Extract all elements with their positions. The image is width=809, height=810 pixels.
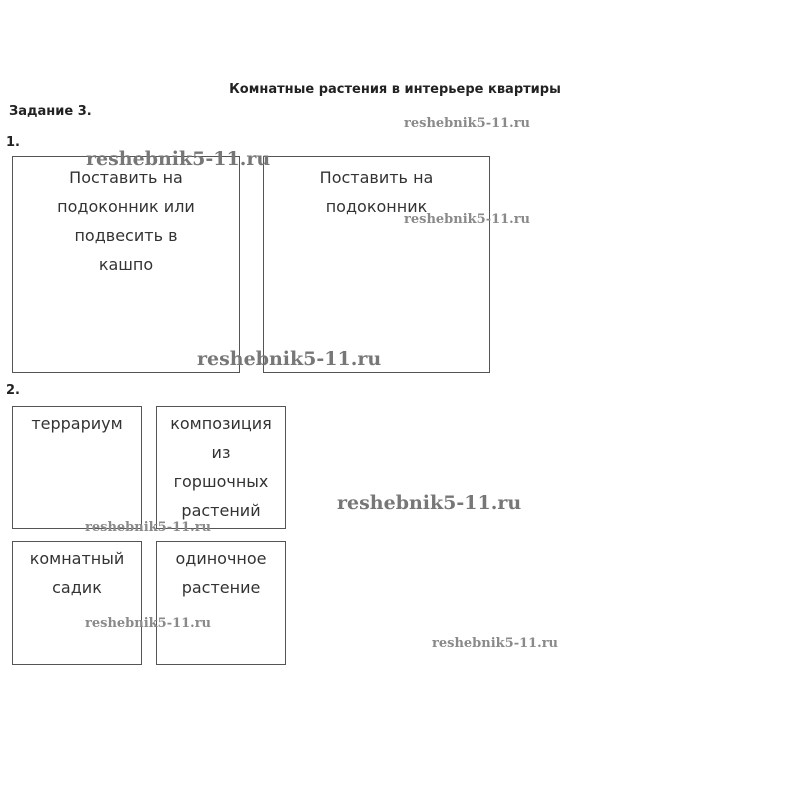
task-label: Задание 3. bbox=[9, 104, 92, 119]
watermark: reshebnik5-11.ru bbox=[432, 636, 559, 651]
answer-box-2-2: композиция из горшочных растений bbox=[156, 406, 286, 529]
watermark: reshebnik5-11.ru bbox=[404, 212, 531, 227]
answer-box-1-2-text: Поставить на подоконник bbox=[319, 168, 434, 216]
answer-box-1-2: Поставить на подоконник bbox=[263, 156, 490, 373]
watermark: reshebnik5-11.ru bbox=[337, 492, 522, 514]
watermark: reshebnik5-11.ru bbox=[197, 348, 382, 370]
watermark: reshebnik5-11.ru bbox=[85, 616, 212, 631]
page-title: Комнатные растения в интерьере квартиры bbox=[229, 82, 561, 97]
answer-box-2-3-text: комнатный садик bbox=[29, 549, 125, 597]
answer-box-2-4-text: одиночное растение bbox=[175, 549, 267, 597]
watermark: reshebnik5-11.ru bbox=[404, 116, 531, 131]
answer-box-1-1-text: Поставить на подоконник или подвесить в … bbox=[57, 168, 195, 274]
answer-box-2-3: комнатный садик bbox=[12, 541, 142, 665]
answer-box-1-1: Поставить на подоконник или подвесить в … bbox=[12, 156, 240, 373]
section-1-number: 1. bbox=[6, 135, 20, 150]
watermark: reshebnik5-11.ru bbox=[86, 148, 271, 170]
watermark: reshebnik5-11.ru bbox=[85, 520, 212, 535]
section-2-number: 2. bbox=[6, 383, 20, 398]
answer-box-2-2-text: композиция из горшочных растений bbox=[170, 414, 272, 520]
answer-box-2-4: одиночное растение bbox=[156, 541, 286, 665]
answer-box-2-1-text: террариум bbox=[31, 414, 123, 433]
answer-box-2-1: террариум bbox=[12, 406, 142, 529]
